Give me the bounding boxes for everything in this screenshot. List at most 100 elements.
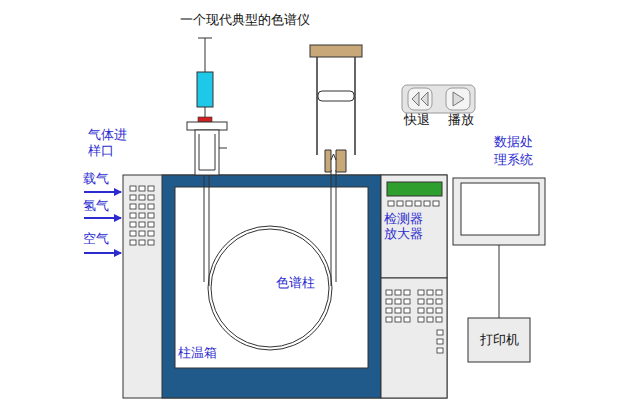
injector-liner [199, 134, 215, 170]
panel-key [415, 201, 421, 206]
panel-key [436, 299, 442, 304]
injector-body [195, 130, 219, 175]
syringe-barrel [197, 72, 213, 107]
panel-key [427, 317, 433, 322]
play-icon [453, 92, 464, 106]
cable-line [499, 245, 500, 318]
column-tube [331, 170, 336, 286]
detector-base [325, 150, 346, 172]
panel-key [436, 317, 442, 322]
panel-key [418, 299, 424, 304]
syringe-plunger [205, 38, 206, 72]
gas-arrow [84, 252, 121, 254]
column-coil [208, 226, 332, 350]
septum [198, 117, 212, 122]
node-label: 检测器 放大器 [384, 211, 427, 241]
play-button [446, 88, 470, 110]
panel-key [418, 290, 424, 295]
panel-key [395, 308, 401, 313]
monitor-case [453, 178, 545, 245]
panel-key [437, 339, 443, 344]
panel-key [427, 290, 433, 295]
panel-key [424, 201, 430, 206]
control-panel [381, 278, 447, 398]
gas-arrow [84, 217, 121, 219]
panel-key [427, 308, 433, 313]
detector-rod [316, 57, 318, 155]
panel-key [404, 308, 410, 313]
node-label: 柱温箱 [178, 345, 217, 361]
node-label: 数据处 理系统 [494, 133, 537, 169]
panel-key [130, 222, 136, 227]
split-vent [219, 148, 227, 149]
chromatography-column: 色谱柱 [208, 226, 332, 350]
panel-key [139, 240, 145, 245]
detector-panel [381, 175, 447, 278]
panel-key [139, 195, 145, 200]
panel-key [427, 299, 433, 304]
oven-frame [162, 175, 381, 398]
panel-key [404, 299, 410, 304]
panel-key [139, 213, 145, 218]
panel-key [148, 231, 154, 236]
panel-key [395, 317, 401, 322]
panel-key [436, 290, 442, 295]
display-screen [387, 182, 442, 196]
panel-key [404, 290, 410, 295]
instrument-body [123, 175, 447, 398]
panel-key [397, 201, 403, 206]
detector-rod [354, 57, 356, 155]
node-label: 色谱柱 [276, 275, 315, 291]
panel-key [386, 290, 392, 295]
panel-key [386, 317, 392, 322]
diagram-title: 一个现代典型的色谱仪 [180, 12, 310, 28]
panel-key [433, 201, 439, 206]
node-label: 快退 [404, 112, 430, 128]
panel-key [139, 186, 145, 191]
node-label: 打印机 [480, 332, 519, 348]
panel-key [139, 222, 145, 227]
panel-key [406, 201, 412, 206]
panel-key [148, 195, 154, 200]
panel-key [130, 213, 136, 218]
rewind-button [408, 88, 432, 110]
detector-jet [331, 154, 336, 160]
data-processing-system: 数据处 理系统 [453, 178, 545, 245]
panel-key [130, 240, 136, 245]
panel-key [139, 231, 145, 236]
panel-key [130, 195, 136, 200]
monitor-screen [461, 183, 539, 235]
panel-key [148, 222, 154, 227]
panel-key [395, 290, 401, 295]
column-tube [204, 170, 209, 286]
player-bar [402, 85, 475, 113]
panel-key [388, 201, 394, 206]
panel-key [130, 186, 136, 191]
detector-electrode [318, 91, 354, 101]
part-label: 氢气 [83, 198, 109, 214]
player-controls: 快退 播放 [402, 85, 475, 125]
panel-key [404, 317, 410, 322]
printer-box [468, 318, 530, 362]
panel-key [130, 204, 136, 209]
gas-arrow [84, 191, 121, 193]
panel-key [386, 299, 392, 304]
node-label: 播放 [448, 112, 474, 128]
panel-key [437, 348, 443, 353]
panel-key [148, 213, 154, 218]
panel-key [436, 308, 442, 313]
panel-key [418, 317, 424, 322]
panel-key [418, 308, 424, 313]
printer: 打印机 [468, 318, 530, 362]
panel-key [139, 204, 145, 209]
rewind-icon [412, 92, 428, 106]
syringe-cap [198, 38, 212, 39]
panel-key [395, 299, 401, 304]
button-grid [130, 186, 443, 353]
column-coil [211, 229, 329, 347]
panel-key [148, 186, 154, 191]
panel-key [148, 204, 154, 209]
part-label: 空气 [83, 231, 109, 247]
detector-amplifier: 检测器 放大器 [381, 175, 447, 278]
